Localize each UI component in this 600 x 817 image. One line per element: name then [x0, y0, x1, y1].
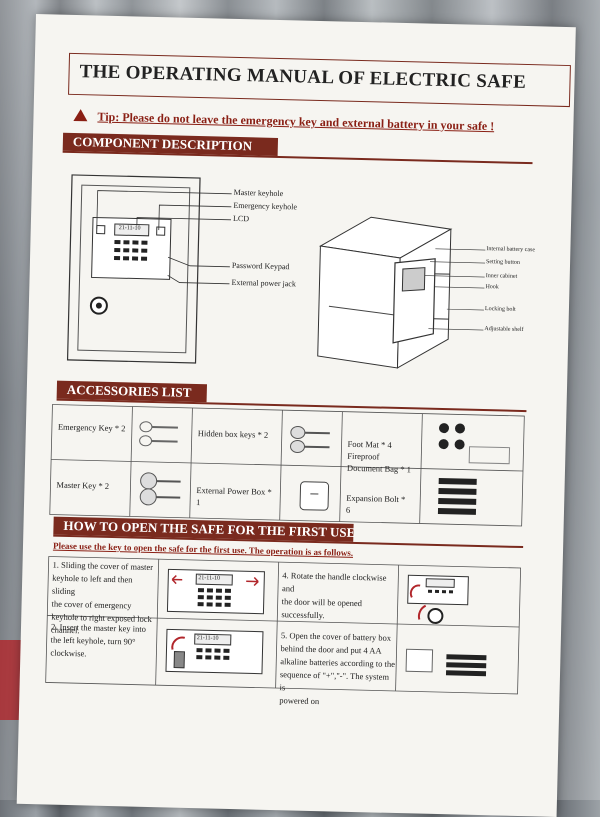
step-1-lcd-text: 21-11-10: [198, 575, 220, 582]
step-1-line-2: keyhole to left and then sliding: [52, 572, 157, 601]
step-4-line-1: 4. Rotate the handle clockwise and: [282, 569, 399, 598]
step-4-text: 4. Rotate the handle clockwise and the d…: [281, 569, 398, 624]
step-2-line-3: clockwise.: [50, 647, 154, 663]
step-5-line-5: powered on: [279, 694, 395, 710]
step-2-lcd-text: 21-11-10: [197, 635, 219, 642]
step-4-handle-illustration: [407, 575, 508, 625]
step-2-text: 2. Insert the master key into the left k…: [50, 621, 155, 663]
manual-sheet: THE OPERATING MANUAL OF ELECTRIC SAFE Ti…: [17, 14, 576, 817]
step-5-line-4: sequence of "+","-". The system is: [279, 668, 396, 697]
step-5-battery-illustration: [406, 645, 507, 681]
step-5-text: 5. Open the cover of battery box behind …: [279, 629, 397, 710]
